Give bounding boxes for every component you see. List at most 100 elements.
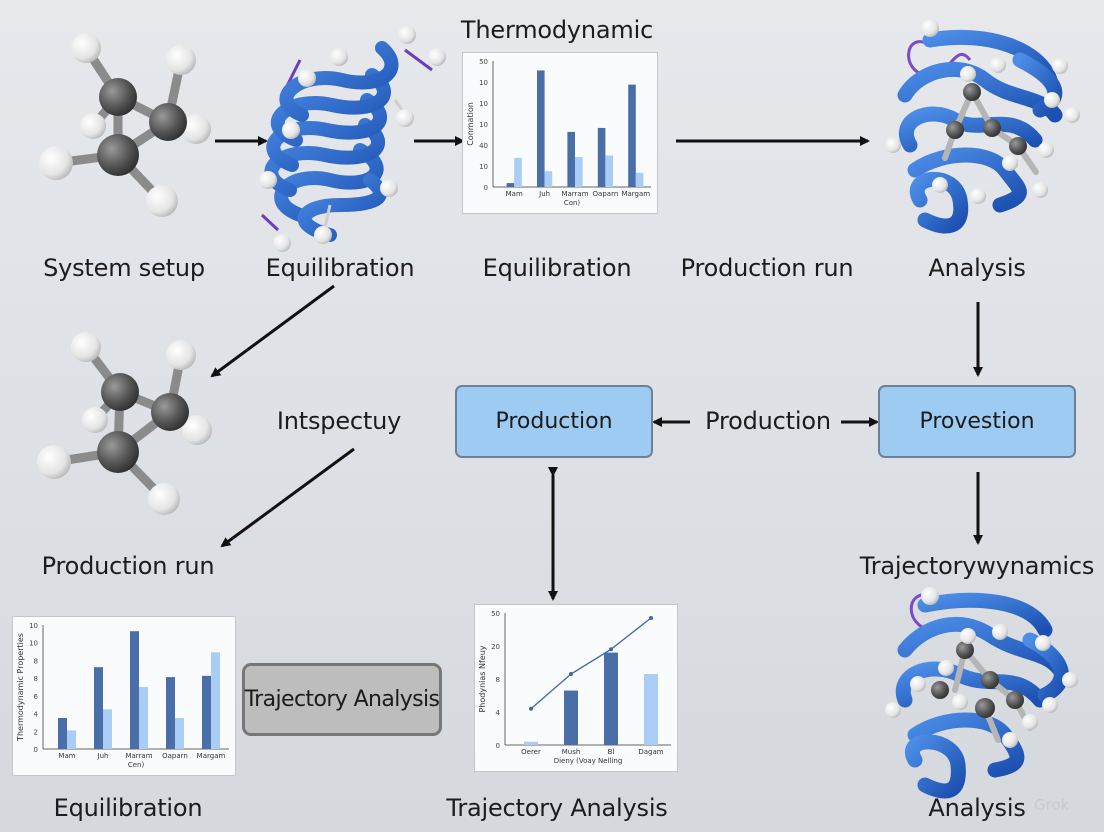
x-axis-label: Dieny (Voay Nelling [554, 757, 623, 765]
x-tick-label: Marram [561, 190, 588, 198]
analysis-label-top: Analysis [928, 254, 1026, 282]
equilibration-label-1: Equilibration [265, 254, 415, 282]
production-box[interactable]: Production [455, 385, 653, 458]
grok-watermark: Grok [1034, 796, 1070, 814]
x-tick-label: Oerer [521, 748, 541, 756]
y-tick-label: 4 [34, 711, 39, 719]
production-run-label-left: Production run [41, 552, 215, 580]
inspectuy-label: Intspectuy [276, 407, 402, 435]
x-axis-label: Con) [564, 199, 581, 207]
bar [130, 631, 139, 749]
thermodynamic-title: Thermodynamic [460, 16, 654, 44]
protein-helix-icon [259, 26, 446, 252]
bar [524, 741, 538, 745]
analysis-label-bottom: Analysis [928, 794, 1026, 822]
bar [514, 157, 522, 187]
bar [628, 84, 636, 187]
x-tick-label: Mam [58, 752, 75, 760]
data-point [609, 647, 613, 652]
bar [605, 155, 613, 187]
y-tick-label: 0 [34, 746, 38, 754]
y-tick-label: 6 [34, 693, 39, 701]
bar [597, 127, 606, 187]
x-tick-label: Marram [125, 752, 152, 760]
x-tick-label: Mam [506, 190, 523, 198]
x-tick-label: Margam [621, 190, 650, 198]
bar [139, 687, 148, 749]
y-tick-label: 8 [34, 675, 38, 683]
production-label-middle: Production [705, 407, 831, 435]
y-tick-label: 10 [29, 640, 38, 648]
bar [166, 677, 175, 749]
data-point [529, 706, 533, 711]
bar [58, 718, 67, 749]
trajectorywynamics-label: Trajectorywynamics [859, 552, 1095, 580]
bar [635, 172, 644, 187]
provestion-box[interactable]: Provestion [878, 385, 1076, 458]
bar [211, 652, 220, 749]
y-tick-label: 50 [491, 610, 500, 618]
system-setup-label: System setup [43, 254, 205, 282]
y-axis-label: Conmation [466, 102, 475, 146]
data-point [569, 672, 573, 677]
x-axis-label: Cen) [128, 761, 145, 769]
x-tick-label: Oaparn [162, 752, 188, 760]
y-tick-label: 8 [496, 676, 500, 684]
y-tick-label: 2 [34, 728, 38, 736]
bar [103, 709, 112, 749]
y-tick-label: 8 [34, 657, 38, 665]
y-tick-label: 50 [479, 58, 488, 66]
equilibration-label-bottom: Equilibration [53, 794, 203, 822]
y-tick-label: 10 [29, 622, 38, 630]
y-tick-label: 10 [479, 163, 488, 171]
bar [604, 652, 618, 745]
bar [575, 157, 583, 187]
x-tick-label: Juh [97, 752, 109, 760]
y-tick-label: 40 [479, 142, 488, 150]
y-axis-label: Phodynias Nfeuy [478, 645, 487, 712]
y-tick-label: 20 [491, 643, 500, 651]
bar [544, 171, 553, 187]
y-tick-label: 10 [479, 121, 488, 129]
arrow-inspect-to-production-run [220, 447, 355, 548]
x-tick-label: Oaparn [593, 190, 619, 198]
x-tick-label: Mush [562, 748, 581, 756]
y-tick-label: 0 [484, 184, 488, 192]
arrow-equilibration-to-molecule [210, 284, 335, 378]
trajectory-analysis-box[interactable]: Trajectory Analysis [242, 663, 442, 736]
bar [506, 183, 515, 187]
production-run-label-top: Production run [680, 254, 854, 282]
molecule-icon-middle [37, 332, 212, 515]
data-point [649, 615, 653, 620]
bar [567, 131, 575, 187]
y-tick-label: 0 [496, 742, 500, 750]
series-line [530, 617, 652, 710]
bar [202, 675, 211, 749]
x-tick-label: Juh [538, 190, 550, 198]
protein-structure-icon-top [885, 19, 1080, 234]
y-tick-label: 4 [496, 709, 501, 717]
trajectory-analysis-label-bottom: Trajectory Analysis [446, 794, 668, 822]
bar [94, 667, 103, 749]
bar [644, 674, 658, 745]
bar [67, 730, 76, 749]
x-tick-label: Dagam [638, 748, 663, 756]
protein-structure-icon-bottom [885, 587, 1078, 799]
y-tick-label: 10 [479, 100, 488, 108]
y-axis-label: Thermodynamic Properties [16, 633, 25, 742]
molecule-icon-top [39, 33, 211, 217]
x-tick-label: Bl [608, 748, 615, 756]
y-tick-label: 10 [479, 79, 488, 87]
x-tick-label: Margam [197, 752, 226, 760]
bar [175, 718, 184, 749]
bar [537, 70, 545, 187]
equilibration-label-2: Equilibration [482, 254, 632, 282]
